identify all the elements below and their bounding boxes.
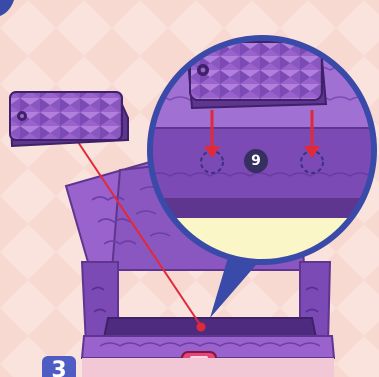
battery-box-icon <box>10 92 128 146</box>
step-number-badge: 3 <box>42 356 76 377</box>
detail-step-number: 9 <box>244 149 268 173</box>
target-dot <box>197 323 206 332</box>
